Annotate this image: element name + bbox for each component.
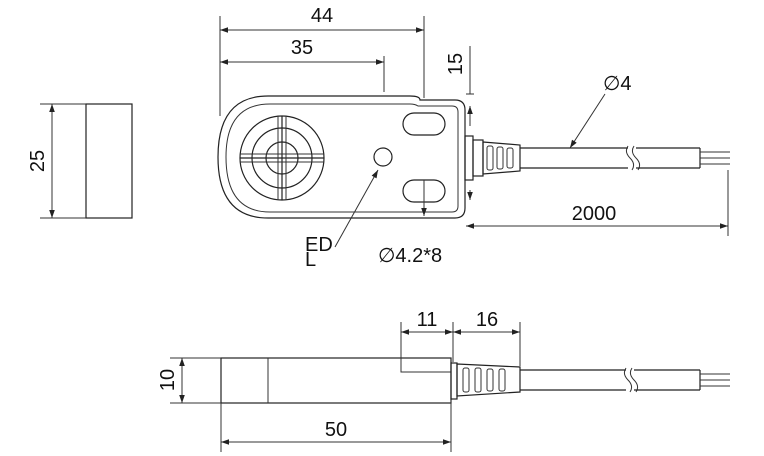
dimension-11: 11	[400, 309, 454, 362]
dimension-2000-label: 2000	[572, 203, 617, 225]
dimension-25: 25	[27, 103, 86, 219]
led-callout: ED L	[305, 169, 379, 271]
dimension-50-label: 50	[325, 419, 347, 441]
dimension-15: 15	[445, 46, 474, 200]
dimension-44-label: 44	[311, 5, 333, 27]
led-label-line2: L	[305, 249, 316, 271]
cable-gland-top	[464, 135, 521, 181]
led-indicator	[373, 147, 393, 167]
end-view-body	[85, 103, 133, 219]
cable-gland-side	[450, 362, 521, 400]
dimension-44: 44	[219, 5, 425, 116]
dimension-25-label: 25	[27, 150, 49, 172]
led-label-line1: ED	[305, 234, 333, 256]
cable-top	[520, 145, 730, 171]
dimension-hole: ∅4.2*8	[378, 180, 442, 267]
mounting-slot-top	[402, 112, 446, 136]
dimension-35-label: 35	[291, 37, 313, 59]
dimension-50: 50	[220, 400, 452, 452]
dimension-hole-label: ∅4.2*8	[378, 245, 442, 267]
dimension-10-label: 10	[157, 369, 179, 391]
sensor-body-outline	[217, 95, 466, 219]
side-view-end: 25	[27, 103, 133, 219]
dimension-2000: 2000	[466, 170, 729, 236]
dimension-35: 35	[220, 37, 385, 92]
top-view: 44 35 15 ∅4 2000 ∅4.	[217, 5, 730, 271]
cable-side	[520, 367, 730, 393]
dimension-11-label: 11	[417, 309, 438, 331]
sensing-face-target-icon	[239, 115, 325, 201]
dimension-cable-diameter-label: ∅4	[603, 73, 632, 95]
dimension-cable-diameter: ∅4	[569, 73, 632, 149]
side-view-body	[220, 357, 452, 404]
dimension-15-label: 15	[445, 53, 467, 75]
dimension-16-label: 16	[476, 309, 498, 331]
side-view-bottom: 11 16 10 50	[157, 309, 730, 452]
dimension-16: 16	[453, 309, 521, 366]
sensor-body-inner-outline	[225, 103, 459, 213]
dimension-10: 10	[157, 357, 221, 404]
